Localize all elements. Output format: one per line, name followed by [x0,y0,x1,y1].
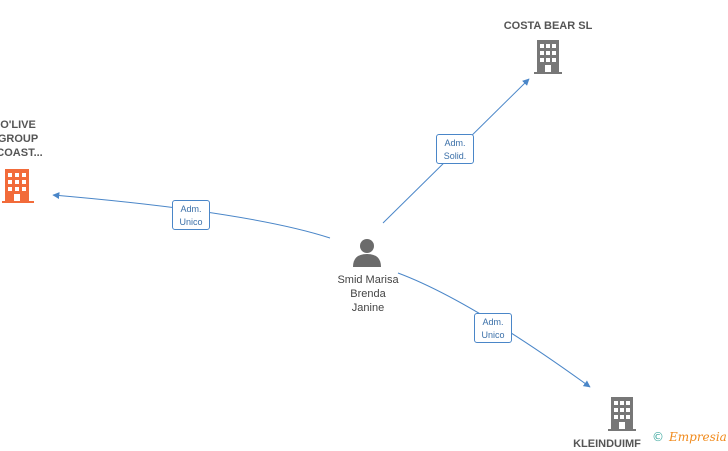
building-icon[interactable] [2,169,34,203]
copyright-symbol: © [652,430,664,444]
edge-line-olive [52,192,331,239]
brand-watermark: © Empresia [652,430,727,444]
edge-badge-costa: Adm. Solid. [436,134,474,164]
person-icon[interactable] [353,239,381,267]
node-label-kleinduimp[interactable]: KLEINDUIMF [573,438,641,450]
node-label-olive-group[interactable]: O'LIVE GROUP ICOAST... [0,119,43,159]
building-icon[interactable] [534,40,562,74]
person-label[interactable]: Smid Marisa Brenda Janine [337,274,399,314]
edge-badge-klein: Adm. Unico [474,313,512,343]
node-label-costa-bear[interactable]: COSTA BEAR SL [503,20,593,32]
brand-name: Empresia [669,430,727,444]
building-icon[interactable] [608,397,636,431]
edge-badge-olive: Adm. Unico [172,200,210,230]
